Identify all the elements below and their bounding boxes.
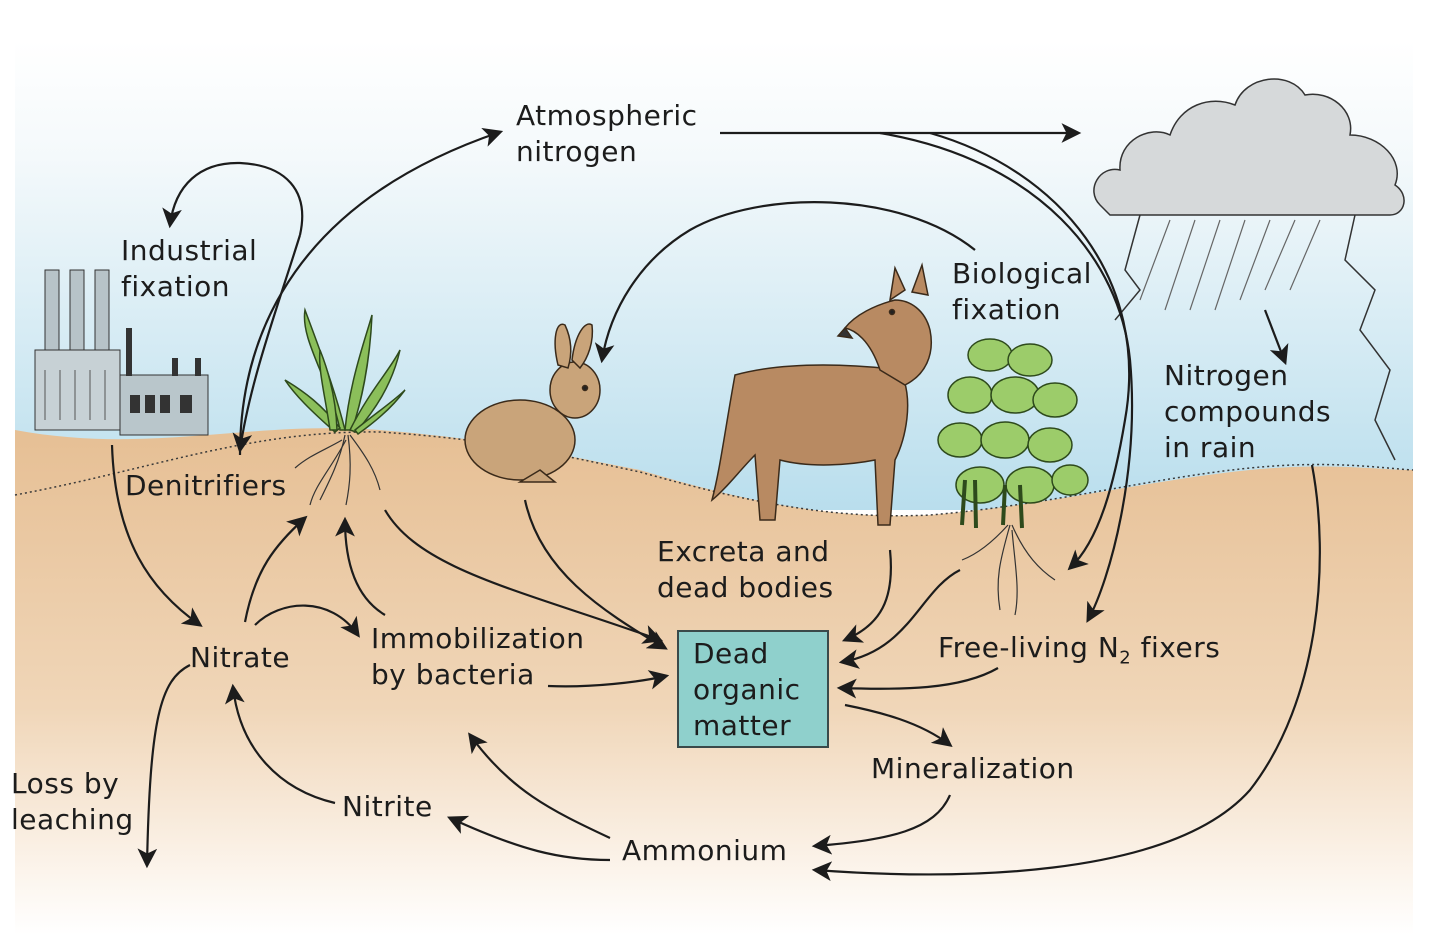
arrows	[110, 123, 1321, 882]
arrow-excreta-to-dead	[841, 549, 892, 643]
arrow-industrial-to-denitrifiers	[232, 234, 302, 454]
label-nitrite: Nitrite	[342, 790, 433, 823]
arrow-plant-to-dead	[384, 509, 664, 644]
grass-plant-icon	[284, 307, 406, 436]
bean-plant-icon	[937, 338, 1089, 529]
arrow-nitrate-to-plant	[243, 515, 308, 623]
rain-cloud-icon	[1093, 78, 1405, 311]
arrow-industrial-loop	[162, 161, 304, 236]
arrow-nitrite-to-nitrate	[224, 683, 336, 805]
arrow-immobilization-to-dead	[547, 670, 670, 690]
arrow-rain-to-ammonium	[811, 464, 1321, 882]
arrow-ammonium-to-nitrite	[446, 815, 611, 862]
plant-roots	[294, 434, 381, 506]
arrow-rabbit-to-dead	[523, 499, 668, 650]
coyote-icon	[710, 262, 932, 526]
arrow-ammonium-to-immobilization	[468, 732, 611, 839]
arrow-immobilization-to-plant	[335, 516, 386, 616]
bean-roots	[961, 524, 1056, 616]
arrow-biological-to-rabbit	[594, 201, 976, 364]
label-denitrifiers: Denitrifiers	[125, 469, 287, 502]
arrow-bean-to-dead	[838, 569, 961, 669]
arrow-rain	[1263, 309, 1289, 366]
label-ammonium: Ammonium	[622, 834, 788, 867]
arrow-atmospheric-to-bean	[929, 131, 1131, 571]
label-nitrate: Nitrate	[190, 641, 291, 674]
arrow-freeliving-to-dead	[836, 667, 999, 699]
label-free-living-fixers: Free-living N2 fixers	[938, 631, 1221, 669]
arrow-mineralization-to-ammonium	[811, 794, 952, 855]
lightning-icon	[1114, 214, 1396, 461]
rabbit-icon	[464, 323, 601, 483]
arrow-dead-to-mineralization	[844, 703, 953, 748]
arrow-denitrifiers-to-atmospheric	[238, 127, 504, 456]
arrow-nitrate-to-immobilization	[254, 604, 360, 638]
label-mineralization: Mineralization	[871, 752, 1075, 785]
arrow-nitrate-loss	[137, 664, 191, 869]
grass-edge	[14, 431, 1414, 517]
arrow-factory-to-nitrate	[110, 444, 203, 627]
factory-icon	[34, 269, 209, 436]
